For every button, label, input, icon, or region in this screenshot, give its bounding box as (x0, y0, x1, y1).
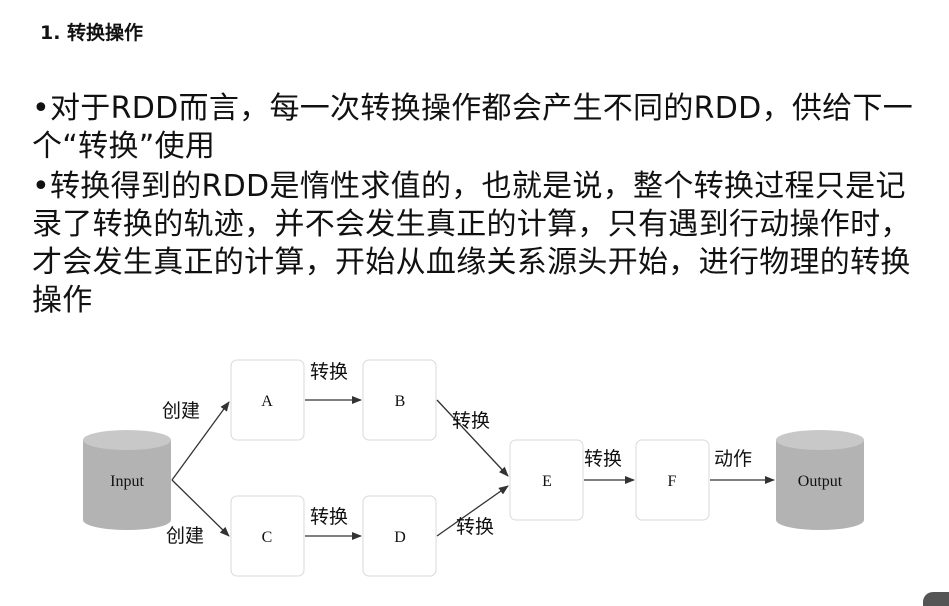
node-f-label: F (668, 473, 677, 490)
node-e-label: E (542, 473, 552, 490)
label-c-to-d: 转换 (310, 506, 348, 528)
node-f: F (635, 439, 710, 521)
label-a-to-b: 转换 (310, 361, 348, 383)
node-a: A (230, 359, 305, 441)
edge-d-to-e (436, 485, 509, 537)
node-c: C (230, 495, 305, 577)
label-f-to-output: 动作 (714, 448, 752, 470)
input-label: Input (110, 473, 144, 490)
node-a-label: A (261, 393, 273, 410)
paragraph-lazy-evaluation: •转换得到的RDD是惰性求值的，也就是说，整个转换过程只是记录了转换的轨迹，并不… (32, 169, 911, 318)
node-c-label: C (262, 529, 273, 546)
corner-tab (923, 592, 949, 606)
section-heading: 1. 转换操作 (40, 22, 144, 44)
node-b-label: B (395, 393, 406, 410)
label-d-to-e: 转换 (456, 516, 494, 538)
label-create-top: 创建 (162, 400, 200, 422)
label-e-to-f: 转换 (584, 448, 622, 470)
output-label: Output (798, 473, 843, 490)
label-b-to-e: 转换 (452, 410, 490, 432)
rdd-lineage-diagram: Input Output A B C D E F 创建 创建 转换 转换 (83, 359, 864, 577)
output-cylinder: Output (776, 430, 864, 530)
input-cylinder: Input (83, 430, 171, 530)
paragraph-rdd-transformation: •对于RDD而言，每一次转换操作都会产生不同的RDD，供给下一个“转换”使用 (32, 91, 914, 164)
node-e: E (509, 439, 584, 521)
edge-input-to-c (171, 479, 230, 537)
node-b: B (362, 359, 437, 441)
node-d: D (362, 495, 437, 577)
edge-input-to-a (171, 401, 230, 481)
label-create-bottom: 创建 (166, 525, 204, 547)
node-d-label: D (394, 529, 406, 546)
edge-b-to-e (436, 399, 509, 477)
